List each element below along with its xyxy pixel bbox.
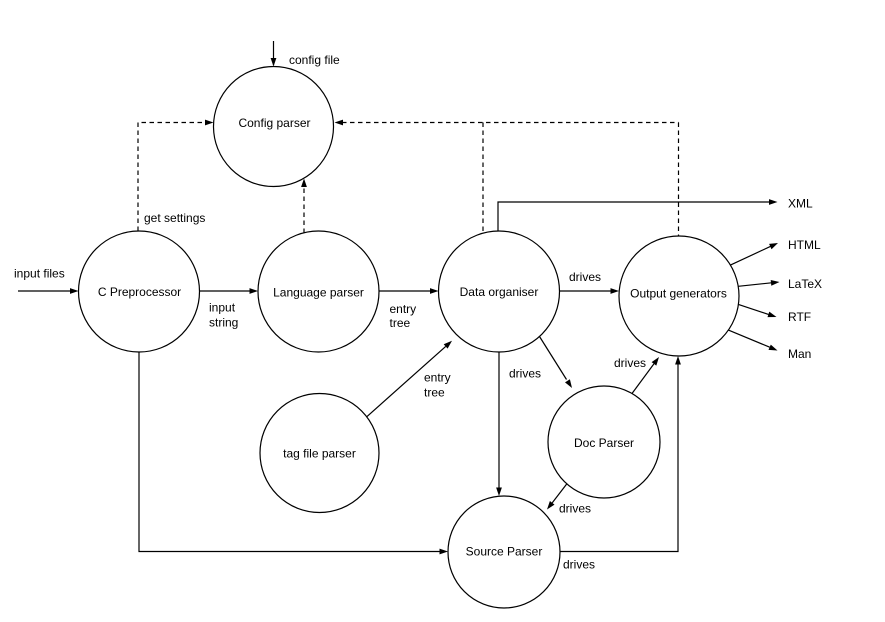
svg-text:entry: entry [424, 371, 451, 385]
svg-text:config file: config file [289, 53, 340, 67]
svg-text:Data organiser: Data organiser [460, 285, 539, 299]
svg-text:Man: Man [788, 347, 811, 361]
svg-text:input files: input files [14, 267, 65, 281]
svg-text:tree: tree [424, 386, 445, 400]
svg-text:tag file parser: tag file parser [283, 447, 356, 461]
svg-text:Language parser: Language parser [273, 286, 364, 300]
svg-text:get settings: get settings [144, 211, 205, 225]
svg-text:drives: drives [559, 502, 591, 516]
svg-text:drives: drives [614, 356, 646, 370]
svg-text:C Preprocessor: C Preprocessor [98, 285, 181, 299]
svg-text:Output generators: Output generators [630, 287, 727, 301]
svg-text:entry: entry [390, 302, 417, 316]
svg-text:Source Parser: Source Parser [466, 545, 543, 559]
svg-text:HTML: HTML [788, 238, 821, 252]
svg-text:drives: drives [569, 270, 601, 284]
svg-text:string: string [209, 316, 238, 330]
svg-text:Config parser: Config parser [238, 116, 310, 130]
svg-text:drives: drives [509, 367, 541, 381]
svg-text:tree: tree [390, 316, 411, 330]
svg-text:Doc Parser: Doc Parser [574, 436, 634, 450]
svg-text:RTF: RTF [788, 310, 811, 324]
svg-text:LaTeX: LaTeX [788, 277, 822, 291]
svg-text:drives: drives [563, 558, 595, 572]
svg-text:input: input [209, 301, 236, 315]
svg-text:XML: XML [788, 197, 813, 211]
